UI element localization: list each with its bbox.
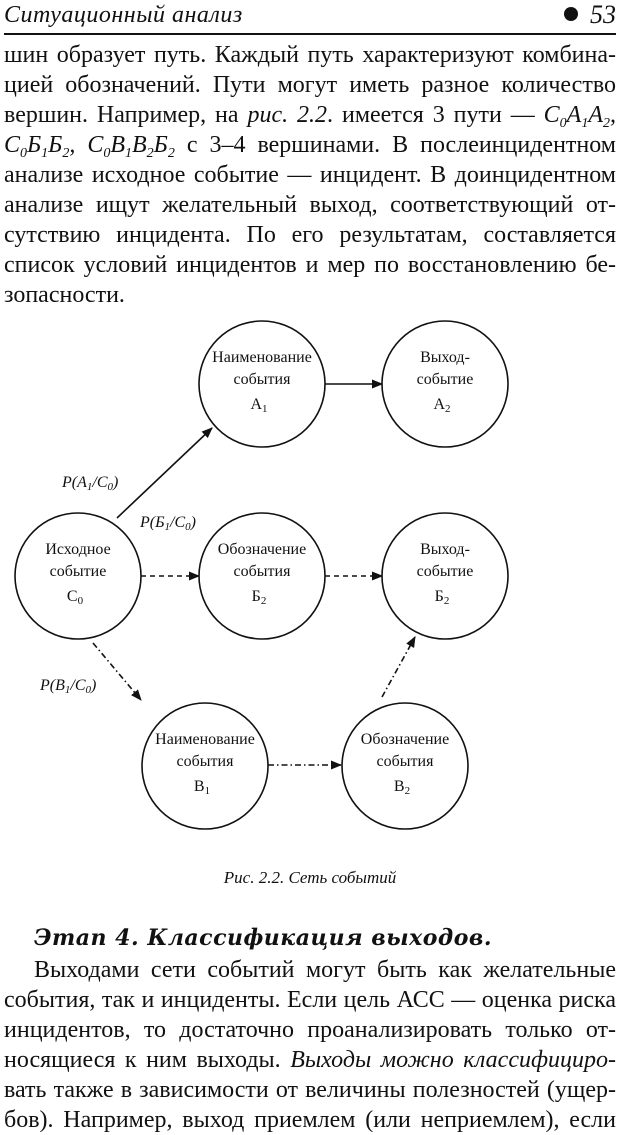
text-segment: носящиеся к ним выходы. xyxy=(4,1047,291,1073)
text-segment: C xyxy=(4,132,21,158)
node-b2mid-circle xyxy=(198,512,326,640)
text-line: список условий инцидентов и мер по восст… xyxy=(4,250,616,280)
running-header-title: Ситуационный анализ xyxy=(4,2,243,28)
page-number: 53 xyxy=(590,0,616,29)
text-line: вершин. Например, на рис. 2.2. имеется 3… xyxy=(4,100,616,131)
text-segment: анализе ищут желательный выход, соответс… xyxy=(4,192,616,218)
edge-v2-b2out xyxy=(381,636,416,698)
text-line: события, так и инциденты. Если цель АСС … xyxy=(4,985,616,1015)
text-segment: цией обозначений. Пути могут иметь разно… xyxy=(4,72,616,98)
text-segment: бов). Например, выход приемлем (или непр… xyxy=(4,1107,616,1133)
text-segment: с 3–4 вершинами. В послеинцидентном xyxy=(174,132,616,158)
text-segment: шин образует путь. Каждый путь характери… xyxy=(4,42,616,68)
bullet-icon xyxy=(564,7,578,21)
text-segment: C xyxy=(543,102,560,128)
text-segment: , xyxy=(610,102,616,128)
text-segment: Выходы можно классифициро- xyxy=(290,1047,617,1073)
text-segment: A xyxy=(566,102,582,128)
subscript: 2 xyxy=(603,116,610,131)
paragraph-1: шин образует путь. Каждый путь характери… xyxy=(4,40,616,310)
text-line: вать также в зависимости от величины пол… xyxy=(4,1075,616,1105)
text-segment: инцидентов, то достаточно проанализирова… xyxy=(4,1017,616,1043)
text-segment: . имеется 3 пути — xyxy=(327,102,544,128)
subscript: 2 xyxy=(62,146,70,161)
text-line: Выходами сети событий могут быть как жел… xyxy=(4,955,616,985)
text-line: носящиеся к ним выходы. Выходы можно кла… xyxy=(4,1045,616,1075)
subscript: 1 xyxy=(581,116,589,131)
text-segment: B xyxy=(132,132,147,158)
text-segment: Б xyxy=(48,132,63,158)
node-v1-circle xyxy=(141,702,269,830)
subscript: 0 xyxy=(559,116,567,131)
paragraph-2: Выходами сети событий могут быть как жел… xyxy=(4,955,616,1135)
prob-label-v1: P(B1/C0) xyxy=(39,677,96,696)
text-segment: A xyxy=(588,102,603,128)
subscript: 1 xyxy=(41,146,49,161)
text-line: инцидентов, то достаточно проанализирова… xyxy=(4,1015,616,1045)
text-segment: , C xyxy=(69,132,104,158)
text-segment: Выходами сети событий могут быть как жел… xyxy=(34,957,616,983)
text-line: анализе ищут желательный выход, соответс… xyxy=(4,190,616,220)
node-c0-circle xyxy=(14,512,142,640)
text-line: C0Б1Б2, C0B1B2Б2 с 3–4 вершинами. В посл… xyxy=(4,130,616,161)
section-heading: Этап 4. Классификация выходов. xyxy=(34,925,492,951)
text-line: шин образует путь. Каждый путь характери… xyxy=(4,40,616,70)
node-a2-circle xyxy=(381,320,509,448)
prob-label-a1: P(A1/C0) xyxy=(61,474,118,493)
text-segment: список условий инцидентов и мер по восст… xyxy=(4,252,616,278)
node-b2out-circle xyxy=(381,512,509,640)
subscript: 1 xyxy=(125,146,132,161)
text-segment: вершин. Например, на xyxy=(4,102,248,128)
text-segment: рис. 2.2 xyxy=(247,102,328,128)
text-line: сутствию инцидента. По его результатам, … xyxy=(4,220,616,250)
subscript: 2 xyxy=(146,146,154,161)
text-segment: вать также в зависимости от величины пол… xyxy=(4,1077,616,1103)
figure-caption: Рис. 2.2. Сеть событий xyxy=(223,868,397,887)
text-segment: сутствию инцидента. По его результатам, … xyxy=(4,222,616,248)
text-segment: события, так и инциденты. Если цель АСС … xyxy=(4,987,616,1013)
subscript: 0 xyxy=(20,146,28,161)
prob-label-b1: P(Б1/C0) xyxy=(139,514,196,533)
text-segment: B xyxy=(110,132,125,158)
text-line: зопасности. xyxy=(4,280,616,310)
text-segment: анализе исходное событие — инцидент. В д… xyxy=(4,162,616,188)
text-line: анализе исходное событие — инцидент. В д… xyxy=(4,160,616,190)
edge-c0-v1 xyxy=(92,642,142,701)
text-segment: зопасности. xyxy=(4,282,125,308)
node-v2-circle xyxy=(341,702,469,830)
node-a1-circle xyxy=(198,320,326,448)
text-line: бов). Например, выход приемлем (или непр… xyxy=(4,1105,616,1135)
subscript: 2 xyxy=(167,146,175,161)
page-number-block: 53 xyxy=(564,0,616,30)
text-segment: Б xyxy=(153,132,168,158)
text-line: цией обозначений. Пути могут иметь разно… xyxy=(4,70,616,100)
subscript: 0 xyxy=(103,146,111,161)
text-segment: Б xyxy=(27,132,42,158)
edge-c0-a1 xyxy=(116,427,213,519)
running-header: Ситуационный анализ 53 xyxy=(4,0,616,35)
